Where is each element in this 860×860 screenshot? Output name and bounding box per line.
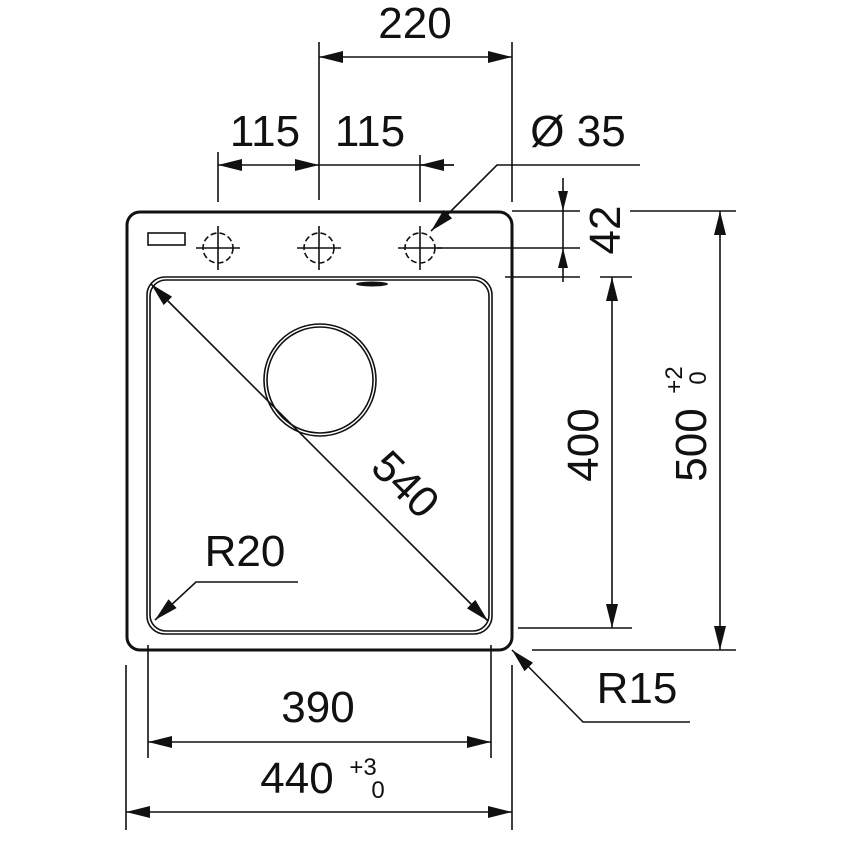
overflow-label-rect bbox=[147, 232, 186, 246]
bowl-inner-outline bbox=[149, 279, 490, 632]
tap-hole-left-icon bbox=[196, 226, 240, 270]
dim-bowl-width: 390 bbox=[147, 645, 492, 758]
drain-icon bbox=[263, 323, 377, 437]
dim-bowl-depth: 400 bbox=[518, 276, 632, 629]
tap-hole-center-icon bbox=[297, 226, 341, 270]
dim-tap-hole-diameter: Ø 35 bbox=[430, 107, 640, 232]
tap-hole-right-icon bbox=[398, 226, 442, 270]
bowl-outline bbox=[146, 276, 493, 635]
dim-500-tol-lower: 0 bbox=[685, 371, 712, 384]
dim-outer-radius: R15 bbox=[511, 649, 690, 723]
dim-tap-spacing: 115 115 bbox=[217, 107, 454, 202]
dim-115-left-label: 115 bbox=[230, 107, 300, 156]
dim-400-label: 400 bbox=[559, 408, 608, 481]
sink-outline bbox=[125, 210, 514, 652]
dim-42-label: 42 bbox=[581, 206, 630, 255]
dim-bowl-diagonal: 540 bbox=[150, 283, 489, 622]
dim-540-label: 540 bbox=[362, 441, 449, 528]
dim-440-label: 440 bbox=[260, 754, 333, 803]
dim-220-label: 220 bbox=[378, 0, 451, 48]
dim-440-tol-upper: +3 bbox=[349, 754, 376, 781]
dim-500-label: 500 bbox=[667, 408, 716, 481]
dim-bowl-radius: R20 bbox=[154, 527, 298, 621]
dim-tap-span: 220 bbox=[318, 0, 513, 202]
dim-tap-hole-offset: 42 bbox=[437, 178, 630, 282]
dim-overall-width: 440 +3 0 bbox=[125, 665, 513, 830]
overflow-slot bbox=[356, 281, 388, 287]
dim-r20-label: R20 bbox=[205, 527, 286, 576]
dim-440-tol-lower: 0 bbox=[371, 777, 384, 804]
dim-115-right-label: 115 bbox=[335, 107, 405, 156]
dim-500-tol-upper: +2 bbox=[661, 366, 688, 393]
dim-diameter-label: Ø 35 bbox=[530, 107, 625, 156]
dim-390-label: 390 bbox=[281, 683, 354, 732]
dim-overall-depth: 500 +2 0 bbox=[532, 210, 736, 651]
dim-r15-label: R15 bbox=[597, 664, 678, 713]
